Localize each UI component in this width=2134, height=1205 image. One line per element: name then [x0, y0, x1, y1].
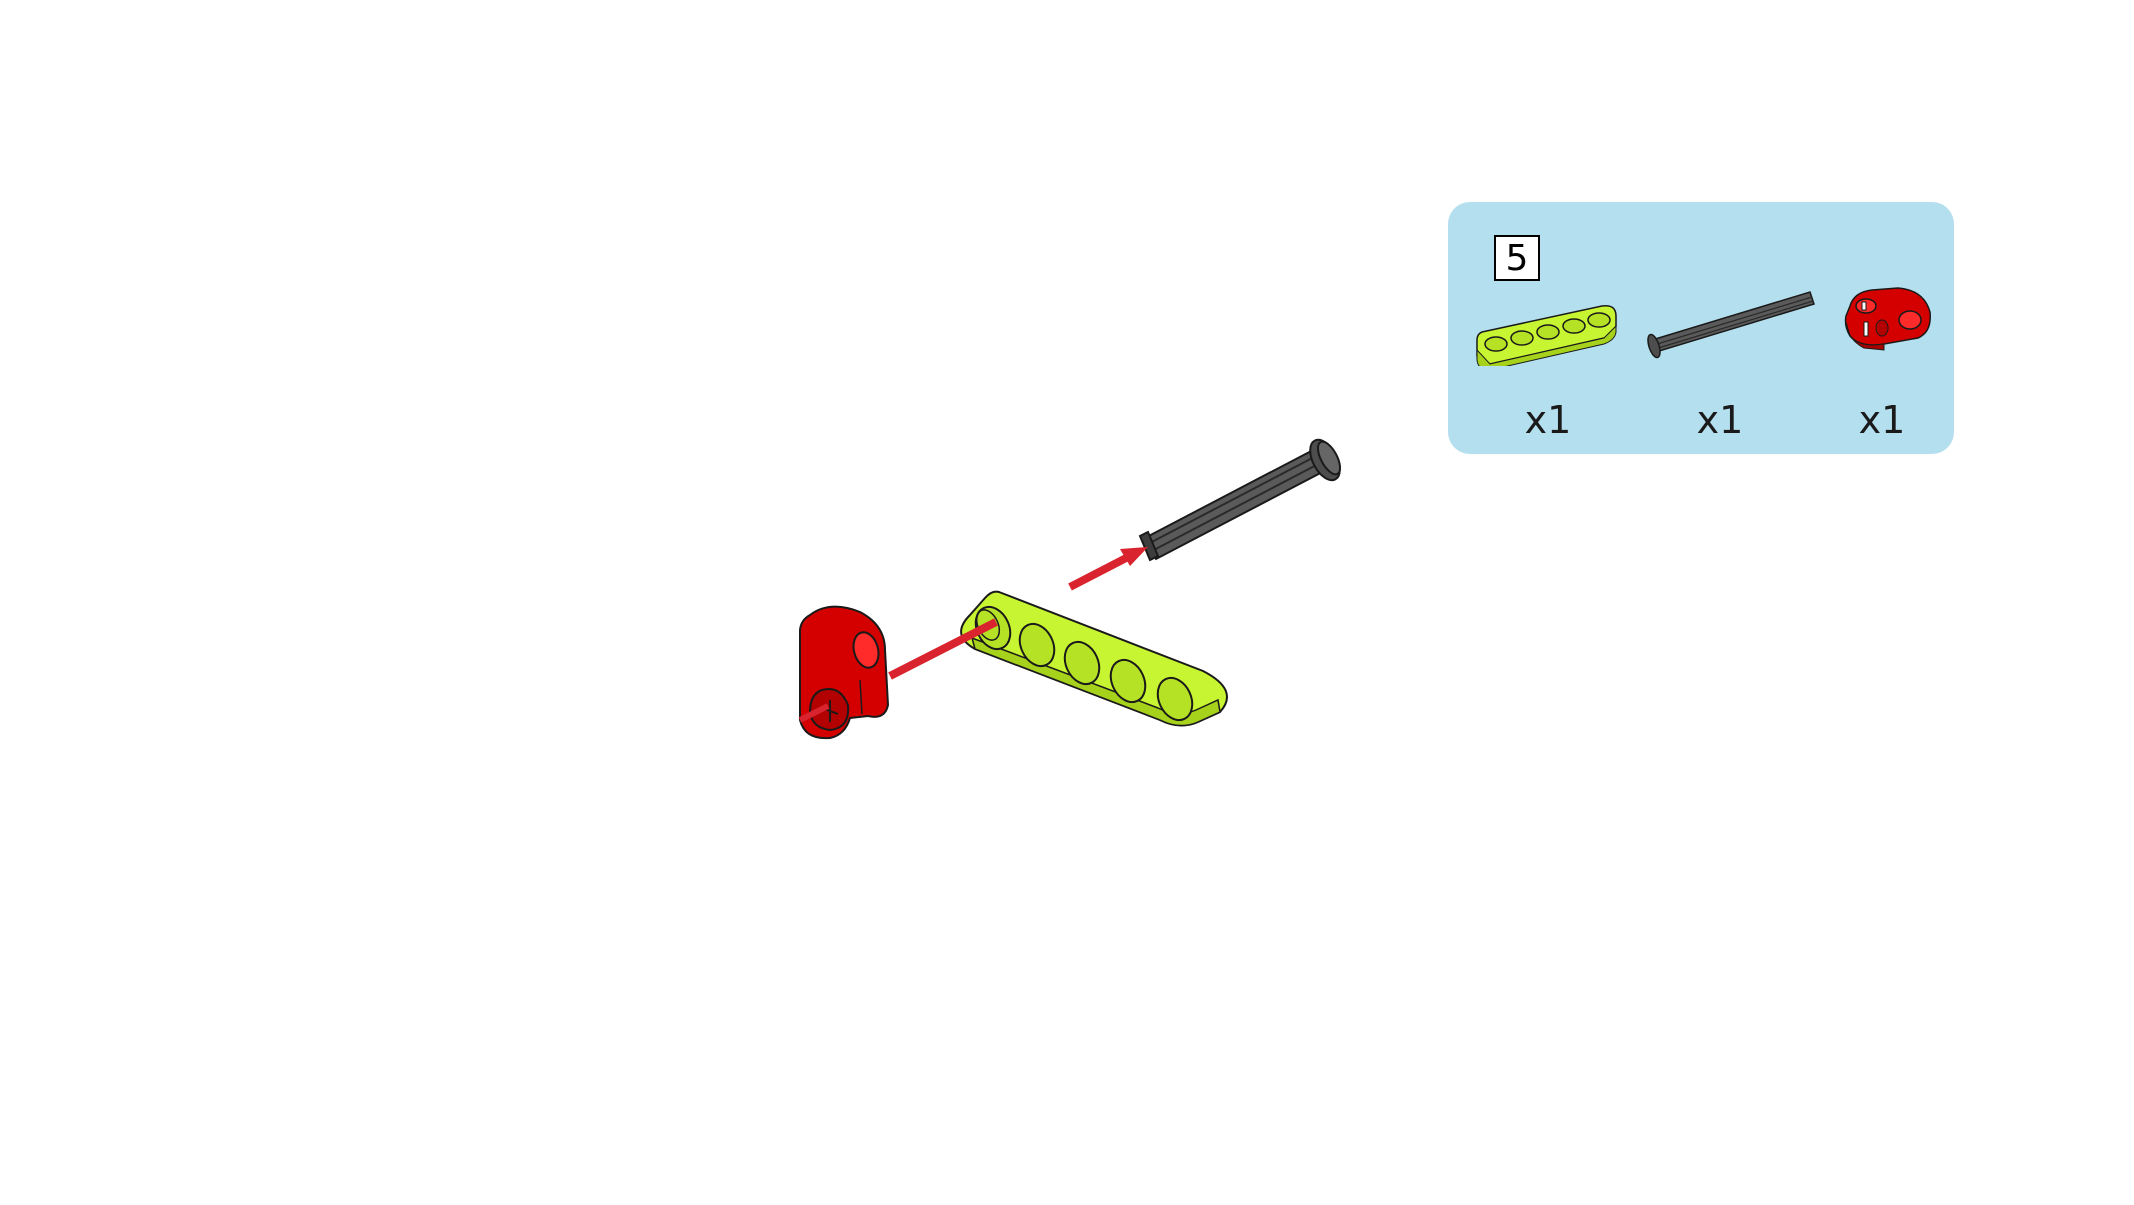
- axle-pin-connector: [799, 605, 890, 740]
- connector-quantity: x1: [1858, 398, 1906, 442]
- red-axle-pin-connector-icon: [1840, 282, 1936, 360]
- parts-list-panel: 5 x1 x1: [1448, 202, 1954, 454]
- assembly-arrow-upper: [1068, 547, 1148, 591]
- axle-with-stop: [1138, 438, 1342, 562]
- liftarm-5: [960, 590, 1228, 727]
- grey-axle-with-stop-icon: [1642, 284, 1822, 364]
- lime-liftarm-5-icon: [1474, 294, 1624, 366]
- step-number: 5: [1494, 235, 1540, 281]
- axle-quantity: x1: [1696, 398, 1744, 442]
- assembly-arrow-tail: [798, 703, 830, 723]
- assembly-arrow-lower: [888, 618, 998, 680]
- liftarm-quantity: x1: [1524, 398, 1572, 442]
